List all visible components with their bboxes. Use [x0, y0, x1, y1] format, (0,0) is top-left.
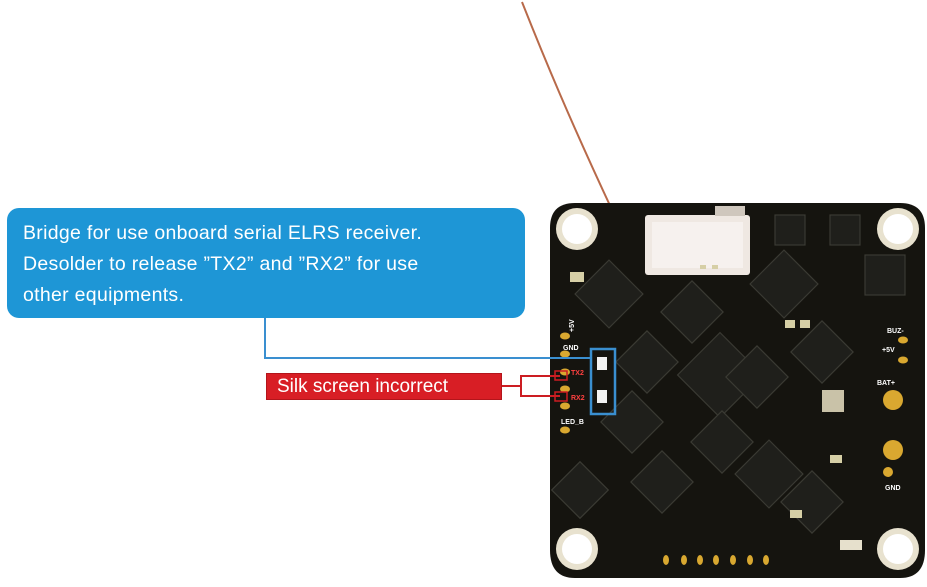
- solder-pads-bottom: [663, 555, 769, 565]
- silk-label-rx2: RX2: [571, 395, 585, 402]
- callout-line: Desolder to release ”TX2” and ”RX2” for …: [23, 253, 419, 275]
- bridge-info-callout: Bridge for use onboard serial ELRS recei…: [7, 208, 525, 318]
- silk-label-gnd-right: GND: [885, 485, 901, 492]
- silk-label-tx2: TX2: [571, 370, 584, 377]
- callout-leader-red: [502, 370, 568, 402]
- bridge-highlight-box: [589, 347, 617, 416]
- silk-label-buz: BUZ-: [887, 328, 904, 335]
- silk-screen-warning-label: Silk screen incorrect: [266, 373, 502, 400]
- pcb-passives: [570, 265, 862, 550]
- silk-label-gnd: GND: [563, 345, 579, 352]
- callout-leader-blue: [264, 318, 591, 359]
- silk-label-5v: +5V: [569, 319, 576, 332]
- pcb-chips: [550, 214, 906, 534]
- silk-label-5v-right: +5V: [882, 347, 895, 354]
- callout-line: Bridge for use onboard serial ELRS recei…: [23, 222, 423, 244]
- callout-line: other equipments.: [23, 284, 185, 306]
- mounting-holes: [556, 208, 919, 570]
- solder-pads-right: [883, 336, 908, 477]
- silk-label-led: LED_B: [561, 419, 584, 426]
- silk-label-bat: BAT+: [877, 380, 895, 387]
- antenna-wire: [521, 1, 614, 213]
